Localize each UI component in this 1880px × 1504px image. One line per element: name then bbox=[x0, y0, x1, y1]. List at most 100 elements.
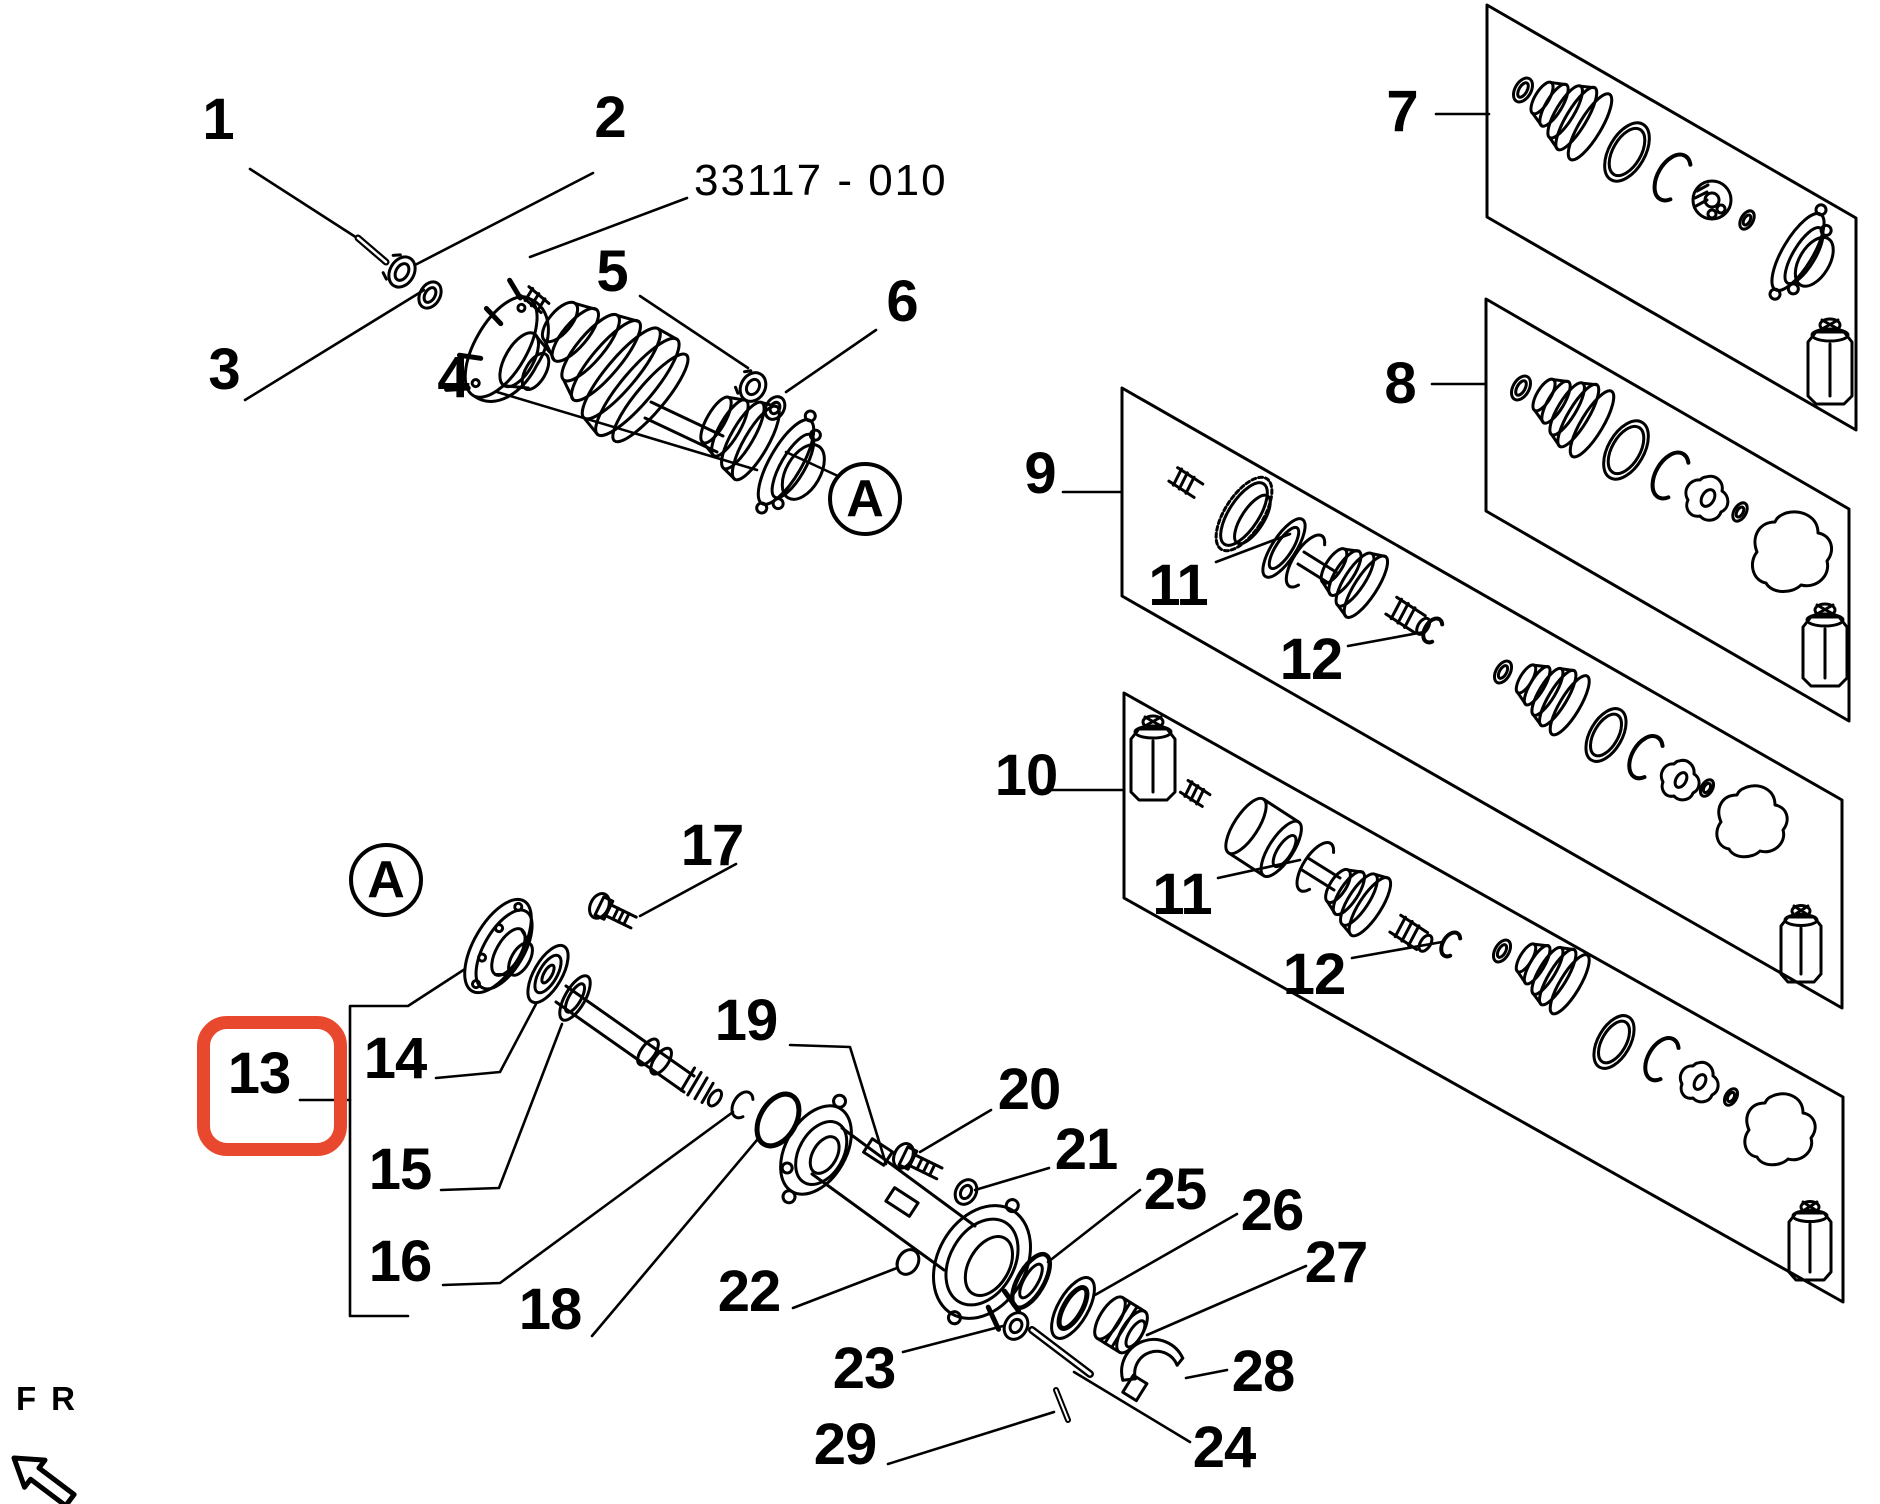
bracket-13 bbox=[348, 967, 467, 1318]
snapring-part-12a bbox=[1421, 616, 1445, 645]
leader-3 bbox=[243, 288, 426, 402]
kit-panel-9 bbox=[1120, 386, 1844, 1010]
sleeve-part-27 bbox=[1093, 1295, 1149, 1355]
gear-bearing bbox=[1214, 475, 1274, 553]
callout-28[interactable]: 28 bbox=[1231, 1339, 1296, 1404]
leader-15 bbox=[439, 1022, 564, 1192]
kit-panel-10 bbox=[1122, 691, 1845, 1304]
callout-14[interactable]: 14 bbox=[363, 1026, 428, 1091]
callout-27[interactable]: 27 bbox=[1304, 1230, 1369, 1295]
callout-17[interactable]: 17 bbox=[680, 813, 745, 878]
kit8-grease-bottle bbox=[1801, 602, 1849, 688]
leader-lines bbox=[243, 112, 1491, 1466]
callout-16[interactable]: 16 bbox=[368, 1229, 433, 1294]
kit10-grease-bottle bbox=[1787, 1200, 1833, 1282]
callout-8[interactable]: 8 bbox=[1384, 351, 1416, 416]
callout-5[interactable]: 5 bbox=[596, 239, 628, 304]
leader-24 bbox=[1072, 1370, 1192, 1444]
detail-marker-a-top: A bbox=[828, 462, 902, 536]
pin-part-1 bbox=[354, 234, 390, 266]
seal-part-25 bbox=[1009, 1251, 1053, 1311]
leader-22 bbox=[791, 1266, 899, 1310]
callout-3[interactable]: 3 bbox=[208, 337, 240, 402]
ring-part-15 bbox=[558, 974, 592, 1022]
kit10-grease-bottle-left bbox=[1129, 714, 1177, 802]
leader-5 bbox=[638, 294, 750, 370]
callout-12b[interactable]: 12 bbox=[1282, 942, 1347, 1007]
inner-cv-boot bbox=[699, 395, 781, 482]
callout-6[interactable]: 6 bbox=[886, 269, 918, 334]
damper-cylinder bbox=[1224, 796, 1303, 878]
callout-29[interactable]: 29 bbox=[813, 1412, 878, 1477]
callout-24[interactable]: 24 bbox=[1192, 1415, 1257, 1480]
hub-flange bbox=[444, 277, 551, 403]
fr-direction-arrow bbox=[11, 1455, 77, 1504]
bolt-part-20 bbox=[892, 1142, 944, 1181]
leader-28 bbox=[1184, 1368, 1229, 1380]
leader-16 bbox=[441, 1110, 735, 1287]
boot-kit-10 bbox=[1491, 938, 1833, 1282]
leader-11a bbox=[1214, 532, 1292, 564]
kit-panel-8 bbox=[1484, 297, 1851, 723]
leader-12b bbox=[1350, 940, 1444, 960]
callout-9[interactable]: 9 bbox=[1024, 441, 1056, 506]
callout-19[interactable]: 19 bbox=[714, 988, 779, 1053]
boot-kit-9 bbox=[1492, 659, 1823, 984]
callout-20[interactable]: 20 bbox=[997, 1057, 1062, 1122]
callout-4[interactable]: 4 bbox=[437, 345, 469, 410]
seal-part-26 bbox=[1050, 1276, 1096, 1340]
callout-12a[interactable]: 12 bbox=[1279, 627, 1344, 692]
callout-23[interactable]: 23 bbox=[832, 1336, 897, 1401]
callout-11a[interactable]: 11 bbox=[1148, 553, 1208, 618]
leader-21 bbox=[973, 1166, 1051, 1192]
nut-part-21 bbox=[953, 1178, 979, 1206]
capnut-part-22 bbox=[895, 1248, 921, 1276]
callout-22[interactable]: 22 bbox=[717, 1259, 782, 1324]
leader-23 bbox=[901, 1324, 1005, 1354]
nut-part-5 bbox=[734, 369, 768, 403]
pin-part-29 bbox=[1053, 1387, 1071, 1423]
kit9-spider bbox=[1659, 758, 1701, 802]
pin-part-24 bbox=[1028, 1326, 1094, 1378]
leader-2 bbox=[413, 171, 595, 267]
fork-part-28 bbox=[1120, 1337, 1185, 1403]
nut-part-2 bbox=[381, 253, 417, 289]
boot-kit-7 bbox=[1512, 76, 1854, 406]
washer-part-3 bbox=[417, 280, 443, 310]
leader-14 bbox=[434, 1002, 538, 1080]
kit7-grease-bottle bbox=[1806, 317, 1854, 406]
leader-29 bbox=[886, 1410, 1056, 1466]
drawing-code: 33117 - 010 bbox=[694, 156, 948, 205]
callout-2[interactable]: 2 bbox=[594, 85, 626, 150]
callout-13[interactable]: 13 bbox=[227, 1041, 292, 1106]
kit9-grease-bottle bbox=[1779, 904, 1823, 984]
leader-code bbox=[528, 196, 689, 259]
highlight-box-13 bbox=[197, 1016, 347, 1156]
panel-10-shaft-assembly bbox=[1129, 714, 1463, 959]
callout-25[interactable]: 25 bbox=[1143, 1157, 1208, 1222]
circlip-part-16 bbox=[730, 1090, 755, 1120]
callout-11b[interactable]: 11 bbox=[1152, 862, 1212, 927]
callout-10[interactable]: 10 bbox=[994, 743, 1059, 808]
leader-18 bbox=[590, 1138, 759, 1338]
leader-6 bbox=[784, 328, 878, 394]
kit-panel-7 bbox=[1485, 3, 1858, 432]
panel-9-shaft-assembly bbox=[1167, 466, 1445, 645]
leader-1 bbox=[248, 167, 370, 247]
kit10-spider bbox=[1678, 1060, 1720, 1104]
inner-joint-flange bbox=[755, 409, 826, 515]
detail-marker-a-bottom: A bbox=[349, 843, 423, 917]
kit9-grease-pack bbox=[1715, 784, 1789, 859]
kit8-spider bbox=[1684, 474, 1730, 522]
leader-25 bbox=[1046, 1188, 1142, 1264]
callout-15[interactable]: 15 bbox=[368, 1137, 433, 1202]
callout-21[interactable]: 21 bbox=[1054, 1117, 1119, 1182]
boot-kit-8 bbox=[1510, 374, 1849, 688]
callout-1[interactable]: 1 bbox=[202, 87, 234, 152]
callout-26[interactable]: 26 bbox=[1240, 1178, 1305, 1243]
stub-axle-flange bbox=[463, 897, 534, 995]
callout-7[interactable]: 7 bbox=[1386, 79, 1418, 144]
callout-18[interactable]: 18 bbox=[518, 1277, 583, 1342]
